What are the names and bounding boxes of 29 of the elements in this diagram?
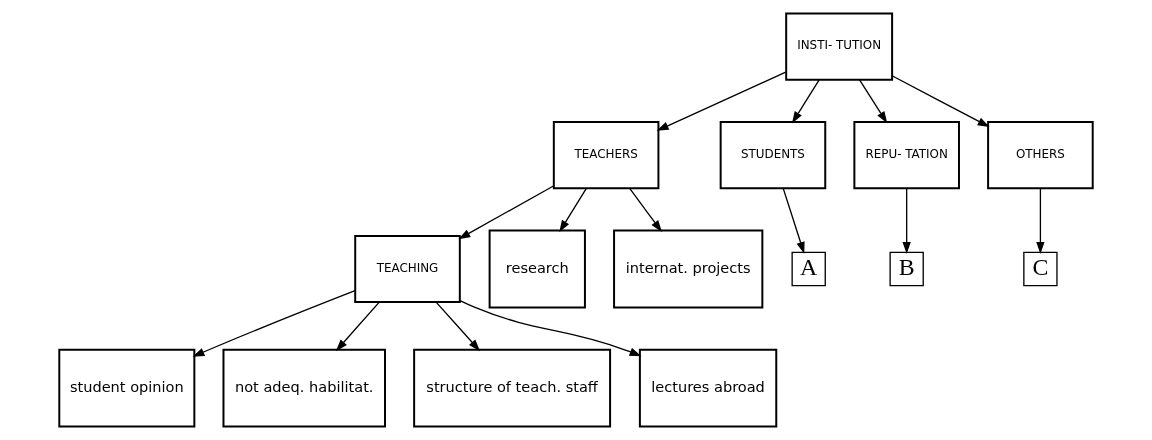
node-box: INSTI- TUTION: [785, 12, 894, 81]
arrow: [629, 187, 662, 233]
arrow: [782, 187, 805, 254]
node-box: B: [889, 251, 924, 287]
arrow: [335, 301, 380, 352]
arrow: [435, 301, 481, 352]
arrow: [656, 71, 787, 131]
node-box: research: [488, 229, 586, 309]
arrow: [459, 299, 642, 357]
arrow: [858, 79, 888, 124]
node-box: student opinion: [58, 348, 196, 428]
node-box: lectures abroad: [638, 348, 778, 428]
node-box: not adeq. habilitat.: [222, 348, 386, 428]
node-box: TEACHERS: [552, 121, 660, 190]
node-box: structure of teach. staff: [413, 348, 612, 428]
node-box: STUDENTS: [719, 121, 827, 190]
node-box: internat. projects: [613, 229, 764, 309]
arrow: [458, 185, 555, 240]
node-box: A: [791, 251, 826, 287]
node-box: TEACHING: [354, 234, 461, 304]
arrow: [902, 187, 911, 254]
arrow: [891, 75, 990, 128]
arrow: [791, 79, 820, 124]
node-box: OTHERS: [987, 121, 1094, 190]
node-box: C: [1023, 251, 1058, 287]
arrow: [192, 289, 356, 357]
arrow: [559, 187, 587, 233]
node-box: REPU- TATION: [853, 121, 960, 190]
arrow: [1036, 187, 1045, 254]
